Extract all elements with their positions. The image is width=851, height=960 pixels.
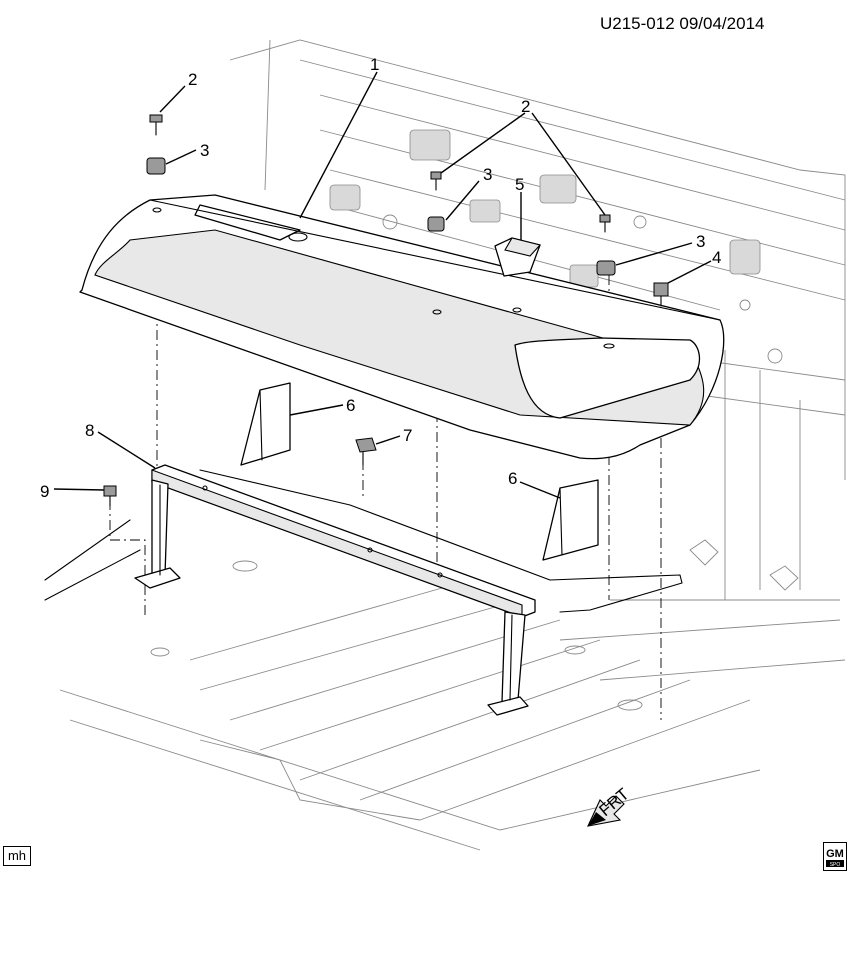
rear-wall-background bbox=[229, 39, 846, 600]
callout-6-right: 6 bbox=[508, 469, 517, 488]
illustrator-tag: mh bbox=[3, 846, 31, 866]
callout-3-left: 3 bbox=[200, 141, 209, 160]
callout-8: 8 bbox=[85, 421, 94, 440]
callout-5: 5 bbox=[515, 175, 524, 194]
callout-1: 1 bbox=[370, 55, 379, 74]
callout-2-left: 2 bbox=[188, 70, 197, 89]
callout-labels: 1 2 3 2 3 5 3 4 6 7 8 9 6 bbox=[40, 55, 721, 501]
document-id: U215-012 09/04/2014 bbox=[600, 14, 765, 33]
callout-7: 7 bbox=[403, 426, 412, 445]
callout-3-center: 3 bbox=[483, 165, 492, 184]
gm-logo-text: GM bbox=[826, 848, 844, 860]
callout-4: 4 bbox=[712, 248, 721, 267]
callout-3-right: 3 bbox=[696, 232, 705, 251]
callout-9: 9 bbox=[40, 482, 49, 501]
leader-lines bbox=[53, 71, 712, 499]
gm-logo-sub: SPO bbox=[830, 862, 841, 868]
front-direction-arrow: FRT bbox=[587, 784, 633, 827]
storage-bin bbox=[79, 194, 725, 460]
side-brackets bbox=[240, 382, 599, 561]
callout-2-right: 2 bbox=[521, 97, 530, 116]
gm-logo: GM SPO bbox=[823, 842, 847, 871]
callout-6-left: 6 bbox=[346, 396, 355, 415]
fasteners bbox=[103, 114, 669, 507]
support-frame bbox=[134, 464, 683, 716]
